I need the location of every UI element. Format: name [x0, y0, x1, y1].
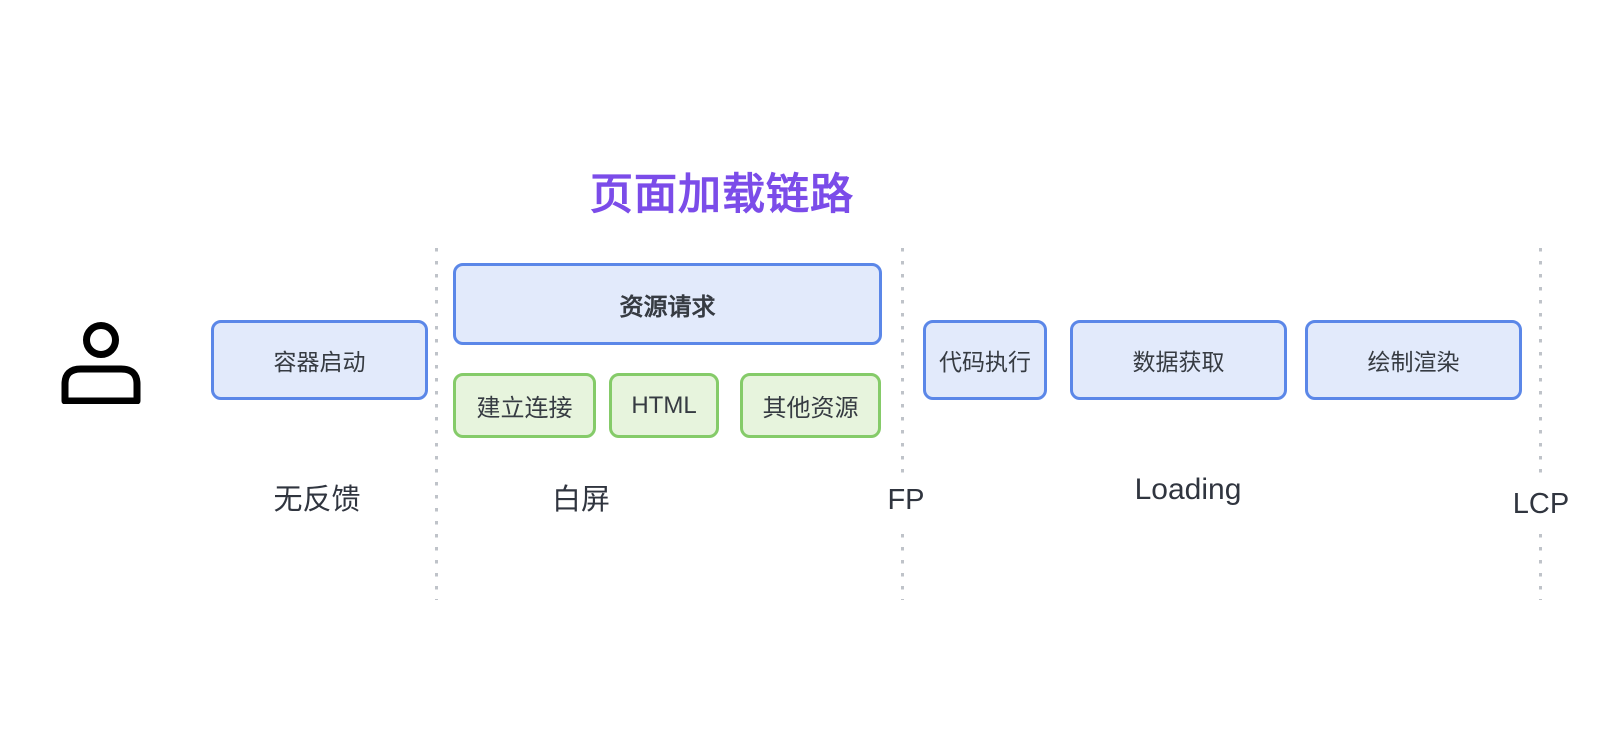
- stage-other-resources: 其他资源: [740, 373, 881, 438]
- stage-resource-request-label: 资源请求: [619, 293, 716, 321]
- stage-html: HTML: [609, 373, 719, 438]
- stage-code-execution-label: 代码执行: [939, 349, 1031, 375]
- stage-data-fetch: 数据获取: [1070, 320, 1287, 400]
- stage-html-label: HTML: [631, 391, 697, 419]
- stage-paint-render: 绘制渲染: [1305, 320, 1522, 400]
- divider-fp: [901, 248, 904, 600]
- phase-loading: Loading: [1134, 473, 1242, 506]
- stage-establish-connection: 建立连接: [453, 373, 596, 438]
- stage-establish-connection-label: 建立连接: [476, 395, 573, 422]
- phase-no-feedback: 无反馈: [273, 484, 361, 516]
- milestone-lcp: LCP: [1504, 478, 1578, 531]
- stage-other-resources-label: 其他资源: [762, 395, 859, 422]
- page-title: 页面加载链路: [590, 171, 854, 219]
- milestone-fp: FP: [879, 474, 933, 527]
- stage-data-fetch-label: 数据获取: [1132, 349, 1225, 375]
- divider-white-screen-start: [435, 248, 438, 600]
- phase-white-screen: 白屏: [551, 484, 611, 516]
- stage-container-boot: 容器启动: [211, 320, 428, 400]
- stage-container-boot-label: 容器启动: [273, 349, 366, 375]
- stage-paint-render-label: 绘制渲染: [1367, 349, 1460, 375]
- stage-resource-request: 资源请求: [453, 263, 882, 345]
- divider-lcp: [1539, 248, 1542, 600]
- user-icon: [58, 318, 144, 405]
- stage-code-execution: 代码执行: [923, 320, 1047, 400]
